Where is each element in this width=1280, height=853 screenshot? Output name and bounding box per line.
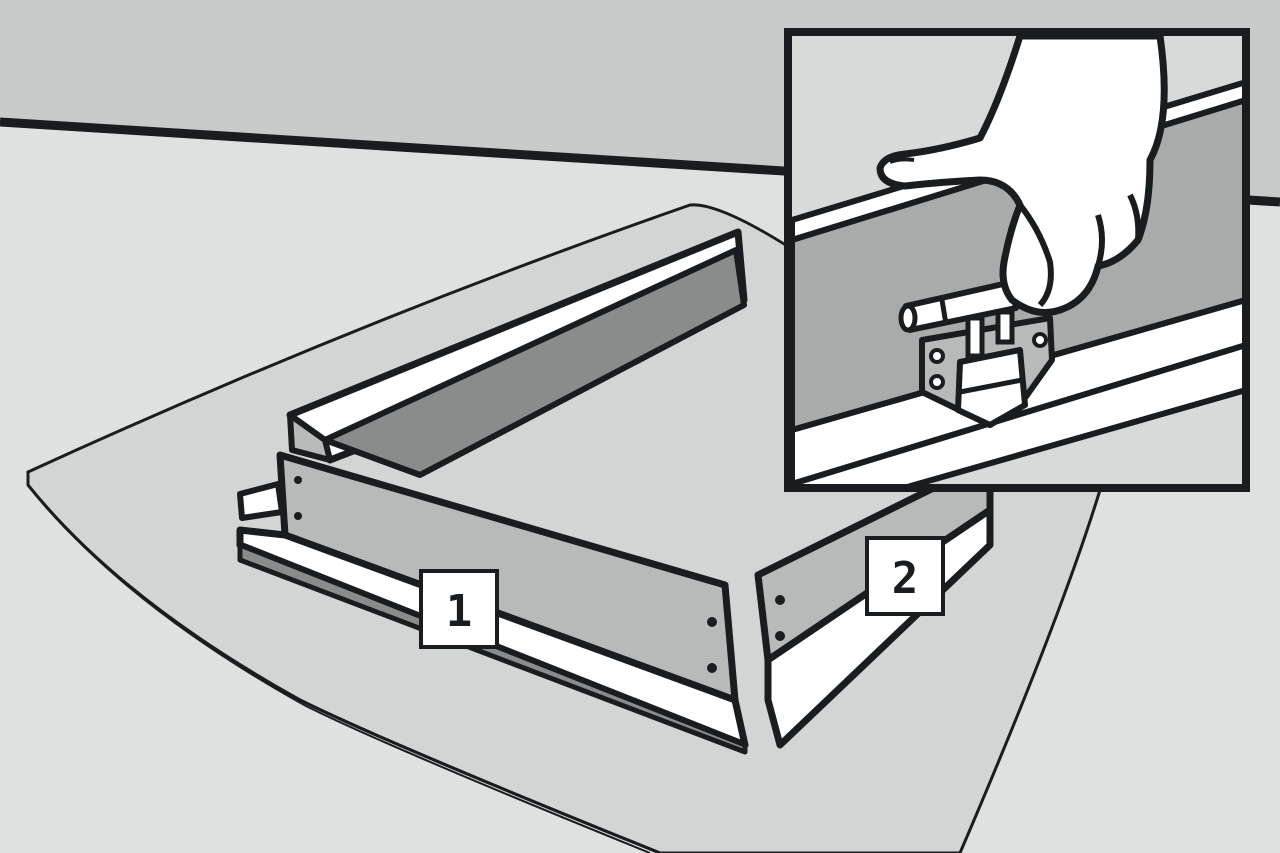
hand: [876, 36, 1168, 316]
step-label-1-text: 1: [446, 586, 473, 637]
detail-inset: [784, 28, 1250, 492]
back-rail: [286, 228, 748, 478]
step-label-1: 1: [419, 569, 499, 649]
screw-hole: [707, 663, 717, 673]
step-label-2: 2: [865, 536, 945, 616]
locking-pin: [898, 279, 1019, 333]
step-label-2-text: 2: [892, 553, 919, 604]
screw-hole: [775, 595, 785, 605]
thumbnail: [889, 157, 915, 164]
screw-hole: [294, 512, 302, 520]
screw-hole: [775, 631, 785, 641]
screw-hole: [294, 476, 302, 484]
screw-hole: [707, 617, 717, 627]
pin-shaft: [965, 315, 985, 359]
